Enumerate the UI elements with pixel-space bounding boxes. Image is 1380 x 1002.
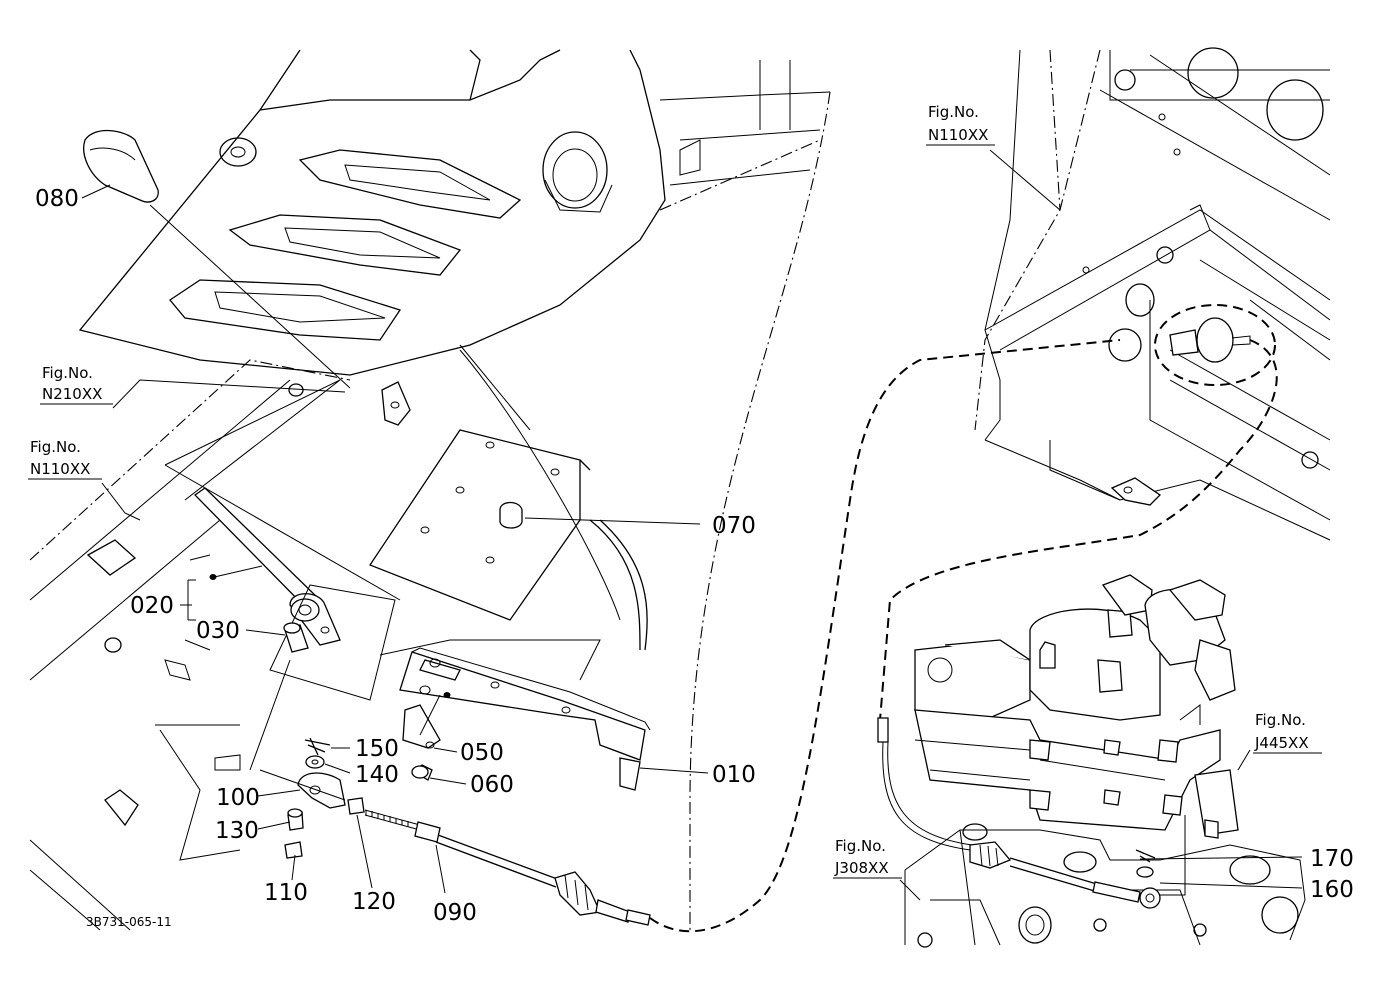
- control-lever-020: [164, 379, 401, 701]
- part-number-labels: 080 070 020 030 150 050 140 060 010 100 …: [35, 186, 1354, 926]
- fig-ref-n210-code: N210XX: [42, 385, 102, 403]
- cotter-pin-150: [304, 737, 331, 756]
- fig-ref-n110-right-code: N110XX: [928, 126, 988, 144]
- fig-ref-n110-left-code: N110XX: [30, 460, 90, 478]
- part-label-030: 030: [196, 618, 240, 644]
- pin-110: [284, 841, 303, 859]
- upper-frame-assembly: [879, 47, 1331, 721]
- small-bracket: [381, 381, 411, 426]
- washer-140: [305, 755, 325, 769]
- part-label-020: 020: [130, 593, 174, 619]
- mounting-bracket-010: [379, 639, 651, 791]
- figure-references: Fig.No. N210XX Fig.No. N110XX Fig.No. N1…: [28, 103, 1322, 879]
- part-label-120: 120: [352, 889, 396, 915]
- nut-120: [347, 797, 365, 815]
- fig-ref-j445-code: J445XX: [1254, 734, 1309, 752]
- leader-lines: [81, 149, 1303, 901]
- guide-plate: [369, 429, 591, 621]
- part-label-010: 010: [712, 762, 756, 788]
- fender-panel-outline: [78, 49, 831, 930]
- part-label-050: 050: [460, 740, 504, 766]
- part-label-150: 150: [355, 736, 399, 762]
- fig-ref-n210-label: Fig.No.: [42, 364, 93, 382]
- lower-side-panel: [29, 359, 351, 931]
- part-label-110: 110: [264, 880, 308, 906]
- part-label-060: 060: [470, 772, 514, 798]
- part-label-070: 070: [712, 513, 756, 539]
- fig-ref-j308-label: Fig.No.: [835, 837, 886, 855]
- stopper-050: [402, 692, 451, 749]
- lever-knob-080: [83, 129, 159, 203]
- collar-130: [287, 808, 304, 831]
- drawing-code: 3B731-065-11: [86, 915, 172, 929]
- part-label-100: 100: [216, 785, 260, 811]
- panel-slots: [169, 149, 522, 341]
- clevis-100: [249, 659, 346, 809]
- part-label-090: 090: [433, 900, 477, 926]
- part-label-140: 140: [355, 762, 399, 788]
- lever-dot: [209, 574, 217, 580]
- fig-ref-n110-left-label: Fig.No.: [30, 438, 81, 456]
- fig-ref-j445-label: Fig.No.: [1255, 711, 1306, 729]
- panel-screw: [219, 137, 257, 167]
- bolt-060: [411, 764, 433, 781]
- valve-assembly: [877, 574, 1306, 948]
- control-cable-090: [364, 339, 1121, 933]
- part-label-160: 160: [1310, 877, 1354, 903]
- bushing-030: [283, 622, 309, 653]
- fig-ref-n110-right-label: Fig.No.: [928, 103, 979, 121]
- part-label-170: 170: [1310, 846, 1354, 872]
- curved-strip: [459, 344, 648, 651]
- panel-knob: [542, 131, 613, 213]
- fig-ref-j308-code: J308XX: [834, 859, 889, 877]
- part-label-130: 130: [215, 818, 259, 844]
- part-label-080: 080: [35, 186, 79, 212]
